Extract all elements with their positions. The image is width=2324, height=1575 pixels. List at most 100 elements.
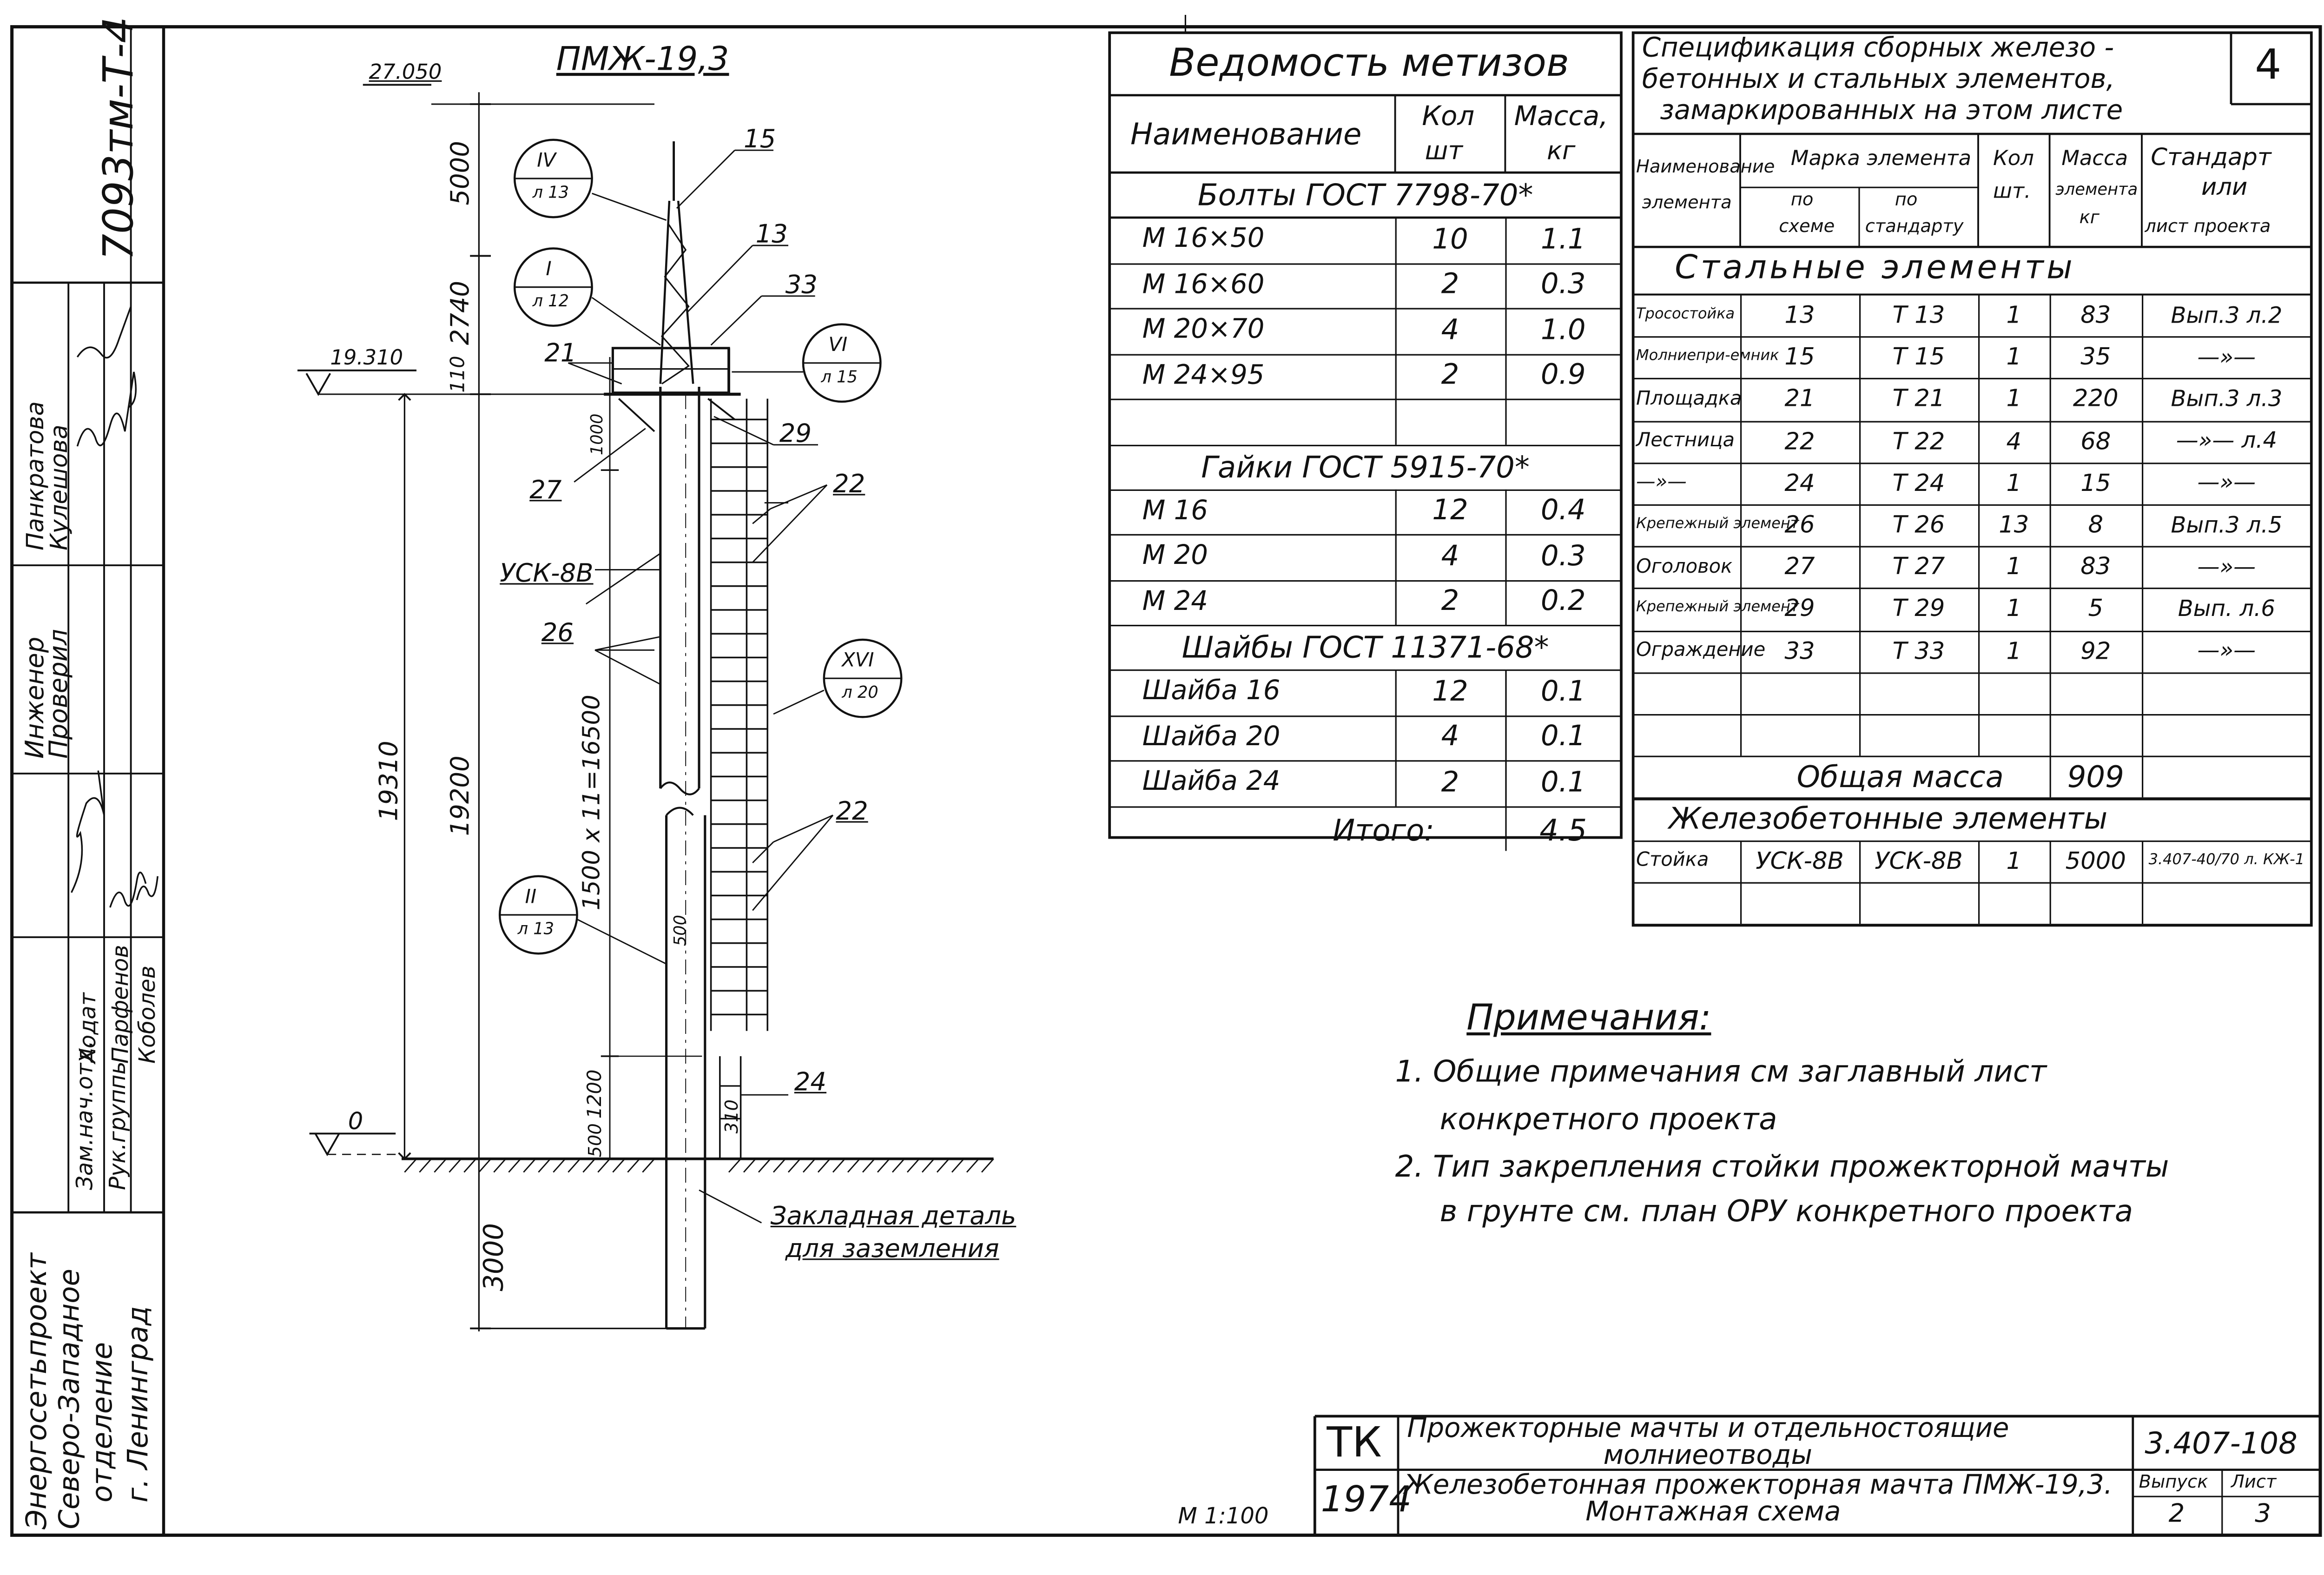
earth-hatching bbox=[404, 1158, 994, 1173]
spec-cell-qty: 1 bbox=[2006, 552, 2022, 581]
hardware-group-title: Шайбы ГОСТ 11371-68* bbox=[1182, 629, 1549, 665]
callout-21: 21 bbox=[544, 339, 577, 369]
callout-26: 26 bbox=[541, 619, 574, 649]
table-rule bbox=[1633, 672, 2311, 674]
spec-cell-name: Стойка bbox=[1636, 849, 1709, 872]
table-rule bbox=[1740, 294, 1742, 756]
spec-total-label: Общая масса bbox=[1796, 759, 2004, 795]
spec-header-mark-std-2: стандарту bbox=[1865, 216, 1964, 237]
table-rule bbox=[1633, 420, 2311, 422]
spec-cell-name: —»— bbox=[1636, 472, 1687, 495]
spec-cell-mark-std: Т 26 bbox=[1892, 510, 1945, 539]
detail-circles bbox=[498, 139, 903, 955]
stamp-sheet-code: 7093тм-Т-4 bbox=[93, 16, 143, 260]
callout-33: 33 bbox=[785, 271, 818, 301]
detail-xvi-num: XVI bbox=[842, 650, 874, 673]
spec-cell-mass bbox=[2053, 714, 2139, 756]
spec-cell-qty: 1 bbox=[2006, 342, 2022, 371]
spec-title-1: Спецификация сборных железо - bbox=[1642, 33, 2114, 64]
spec-cell-mass: 5 bbox=[2088, 594, 2104, 623]
spec-cell-qty: 1 bbox=[2006, 636, 2022, 665]
hardware-item-name: Шайба 16 bbox=[1142, 675, 1281, 707]
hardware-item-mass: 0.3 bbox=[1540, 539, 1586, 573]
callout-27: 27 bbox=[529, 476, 562, 506]
spec-header-name-1: Наименование bbox=[1636, 156, 1775, 177]
detail-ii-ref: л 13 bbox=[517, 919, 555, 939]
spec-cell-mark-scheme bbox=[1743, 672, 1856, 714]
table-rule bbox=[1633, 798, 2311, 800]
hardware-header-name: Наименование bbox=[1130, 116, 1362, 152]
stamp-name-5: Коболев bbox=[134, 966, 161, 1064]
spec-cell-mass bbox=[2053, 882, 2139, 924]
title-line2-b: Монтажная схема bbox=[1585, 1496, 1841, 1528]
notes-title: Примечания: bbox=[1466, 997, 1711, 1039]
level-ground: 0 bbox=[348, 1106, 363, 1135]
table-rule bbox=[1395, 669, 1397, 806]
spec-cell-mark-scheme: 22 bbox=[1784, 426, 1815, 455]
hardware-item-qty bbox=[1395, 399, 1505, 444]
dim-bottom-c: 310 bbox=[721, 1099, 742, 1134]
spec-cell-mass: 92 bbox=[2080, 636, 2111, 665]
dim-small-b: 500 bbox=[671, 915, 690, 946]
lightning-rod-drawing bbox=[659, 141, 694, 384]
spec-cell-name: Крепежный элемент bbox=[1636, 516, 1799, 533]
title-line1-b: молниеотводы bbox=[1603, 1440, 1812, 1471]
callout-29: 29 bbox=[779, 419, 812, 450]
issue-label: Выпуск bbox=[2139, 1471, 2208, 1492]
table-rule bbox=[1109, 398, 1621, 400]
hardware-group-title: Гайки ГОСТ 5915-70* bbox=[1201, 448, 1530, 484]
stamp-role-group-lead: Рук.группы bbox=[104, 1057, 131, 1190]
table-rule bbox=[2142, 840, 2144, 924]
spec-cell-mark-scheme bbox=[1743, 882, 1856, 924]
hardware-item-qty: 2 bbox=[1441, 766, 1459, 799]
hardware-item-name bbox=[1142, 399, 1395, 444]
spec-cell-mass: 83 bbox=[2080, 552, 2111, 581]
pole-drawing bbox=[659, 387, 706, 1330]
spec-cell-std: Вып.3 л.5 bbox=[2171, 511, 2283, 538]
spec-cell-mark-std: Т 15 bbox=[1892, 342, 1945, 371]
table-rule bbox=[1859, 294, 1861, 756]
hardware-item-mass: 0.1 bbox=[1540, 766, 1586, 799]
spec-cell-std bbox=[2145, 672, 2308, 714]
spec-cell-mass: 35 bbox=[2080, 342, 2111, 371]
table-rule bbox=[2049, 294, 2052, 756]
note-1-line1: 1. Общие примечания см заглавный лист bbox=[1395, 1053, 2047, 1089]
spec-cell-std: Вып.3 л.3 bbox=[2171, 385, 2283, 412]
spec-cell-qty: 1 bbox=[2006, 384, 2022, 413]
stamp-role-checker: Проверил bbox=[45, 629, 74, 759]
hardware-item-mass: 0.2 bbox=[1540, 585, 1586, 618]
spec-cell-name: Тросостойка bbox=[1636, 306, 1735, 323]
spec-header-mark-std-1: по bbox=[1895, 189, 1918, 210]
dim-gap: 110 bbox=[448, 356, 470, 393]
issue-value: 2 bbox=[2168, 1499, 2185, 1529]
hardware-total-label: Итого: bbox=[1333, 811, 1434, 847]
table-rule bbox=[1633, 462, 2311, 464]
spec-cell-mark-std bbox=[1862, 882, 1975, 924]
sheet-value: 3 bbox=[2255, 1499, 2271, 1529]
spec-cell-mark-std: Т 21 bbox=[1892, 384, 1945, 413]
spec-header-mark-scheme-2: схеме bbox=[1779, 216, 1835, 237]
note-2-line2: в грунте см. план ОРУ конкретного проект… bbox=[1439, 1193, 2133, 1229]
outer-frame bbox=[10, 25, 2322, 1537]
table-rule bbox=[1109, 534, 1621, 536]
table-rule bbox=[1633, 378, 2311, 380]
spec-concrete-title: Железобетонные элементы bbox=[1669, 801, 2108, 837]
spec-cell-name: Площадка bbox=[1636, 388, 1742, 411]
table-rule bbox=[2142, 294, 2144, 756]
spec-cell-mark-scheme: 15 bbox=[1784, 342, 1815, 371]
table-rule bbox=[1633, 336, 2311, 338]
spec-cell-std: —»— bbox=[2197, 553, 2256, 580]
hardware-item-mass bbox=[1505, 399, 1621, 444]
platform-drawing bbox=[604, 347, 741, 432]
table-rule bbox=[1109, 353, 1621, 355]
detail-vi-ref: л 15 bbox=[821, 367, 858, 387]
spec-cell-mass: 68 bbox=[2080, 426, 2111, 455]
detail-i-num: I bbox=[546, 258, 552, 281]
spec-cell-name bbox=[1636, 882, 1737, 924]
spec-header-mass-3: кг bbox=[2079, 206, 2100, 228]
spec-cell-mark-scheme: 33 bbox=[1784, 636, 1815, 665]
stamp-org-1: Энергосетьпроект bbox=[20, 1253, 54, 1529]
hardware-item-mass: 0.1 bbox=[1540, 675, 1586, 708]
